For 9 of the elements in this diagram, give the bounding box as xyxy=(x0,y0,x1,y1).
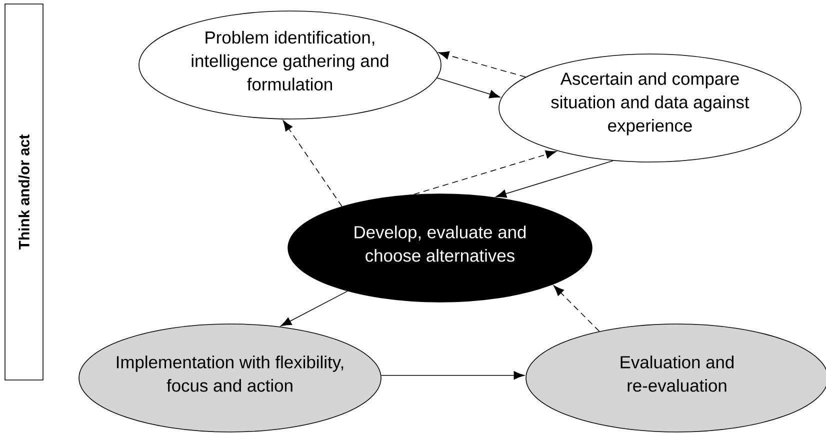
arrow xyxy=(553,285,600,332)
arrow xyxy=(280,290,348,326)
arrow xyxy=(282,120,342,207)
arrow xyxy=(380,371,525,380)
side-label-box: Think and/or act xyxy=(4,4,44,380)
arrow xyxy=(438,51,526,78)
arrow xyxy=(496,160,614,198)
arrow xyxy=(436,77,500,98)
arrow xyxy=(413,150,556,195)
